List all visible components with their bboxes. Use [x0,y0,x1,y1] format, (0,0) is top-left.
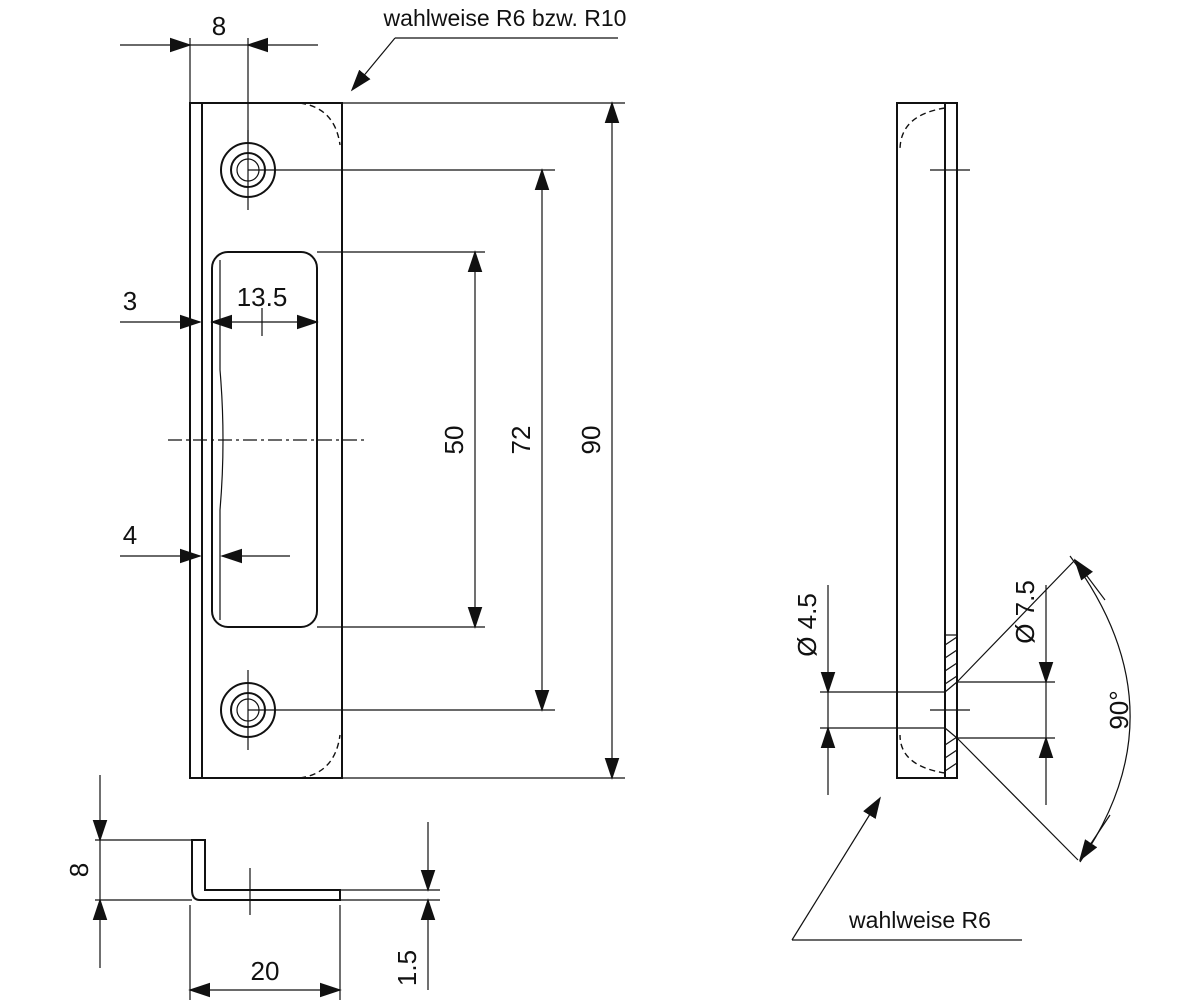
dim-hole-diameter-label: Ø 4.5 [792,593,822,657]
bottom-view: 8 20 1.5 [64,775,440,1000]
dim-hole-spacing-label: 72 [506,426,536,455]
dim-flange-height-label: 8 [64,863,94,877]
dim-hole-spacing: 72 [506,168,550,712]
corner-radius-top [299,102,341,146]
dim-countersink-angle-label: 90° [1104,690,1134,729]
side-corner-radius-top [899,107,946,151]
note-corner-radius-front-label: wahlweise R6 bzw. R10 [383,5,627,31]
dim-total-height-label: 90 [576,426,606,455]
dim-lower-offset-label: 4 [123,520,137,550]
dim-slot-row: 3 13.5 [120,282,319,336]
dim-top-width: 8 [120,11,318,53]
angle-profile [191,839,341,901]
note-corner-radius-front: wahlweise R6 bzw. R10 [350,5,627,92]
dim-slot-width-label: 13.5 [237,282,288,312]
dim-thickness-label: 1.5 [392,950,422,986]
dim-top-width-label: 8 [212,11,226,41]
dim-slot-height: 50 [439,250,483,629]
dim-lower-offset: 4 [120,520,290,564]
corner-radius-bottom [299,734,341,779]
dim-thickness: 1.5 [392,822,436,990]
dim-slot-height-label: 50 [439,426,469,455]
dim-countersink-angle: 90° [956,555,1134,863]
side-corner-radius-bottom [899,734,946,774]
dim-flange-length-label: 20 [251,956,280,986]
dim-left-offset-label: 3 [123,286,137,316]
note-corner-radius-side-label: wahlweise R6 [848,907,991,933]
countersink-section [944,634,958,779]
dim-flange-length: 20 [188,956,342,998]
dim-countersink-diameter: Ø 7.5 [1010,580,1054,805]
dim-total-height: 90 [576,101,620,780]
note-corner-radius-side: wahlweise R6 [791,796,1022,941]
dim-flange-height: 8 [64,775,108,968]
plate-outline [189,102,343,779]
dim-hole-diameter: Ø 4.5 [792,585,836,795]
front-view: 8 3 13.5 4 50 72 [120,5,627,780]
side-view: Ø 4.5 Ø 7.5 90° wahlweise R6 [791,102,1134,941]
side-plate-outline [896,102,958,779]
